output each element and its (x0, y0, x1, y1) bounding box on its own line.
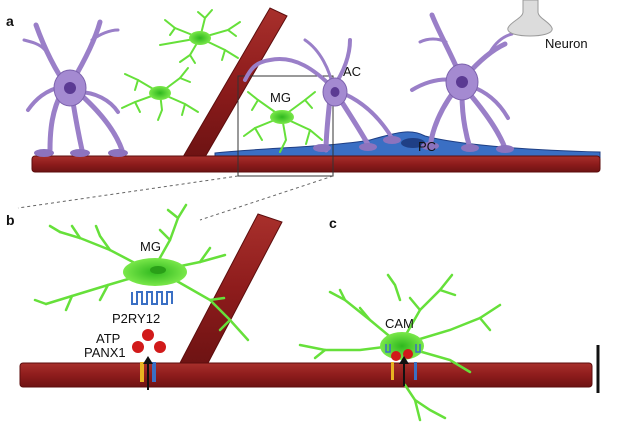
label-ac: AC (343, 64, 362, 79)
label-atp: ATP (96, 331, 121, 346)
p2ry12-receptor-icon (131, 291, 173, 305)
label-pc: PC (418, 139, 437, 154)
microglia-cam-body (380, 332, 424, 360)
microglia-b-nucleus (150, 266, 166, 274)
label-mg-a: MG (270, 90, 291, 105)
astrocyte-left-endfeet (34, 149, 128, 157)
panx1-channel-icon (140, 356, 156, 390)
panel-b-illustration (19, 203, 600, 393)
zoom-lines (17, 175, 334, 221)
vessel-horizontal-a (31, 155, 601, 173)
microglia-b (33, 203, 250, 342)
vessel-diagonal-b (179, 213, 283, 364)
pericyte-nucleus (401, 138, 425, 148)
panel-letter-c: c (329, 215, 337, 231)
astrocyte-ac-nucleus (330, 87, 340, 97)
label-cam: CAM (385, 316, 414, 331)
panel-letter-b: b (6, 212, 15, 228)
label-mg-b: MG (140, 239, 161, 254)
astrocyte-left-nucleus (64, 82, 76, 94)
astrocyte-endfeet-right (313, 136, 514, 153)
panel-letter-a: a (6, 13, 14, 29)
label-p2ry12: P2RY12 (112, 311, 161, 326)
panel-a-illustration (22, 0, 601, 177)
microglia-a-left-body (149, 86, 171, 100)
microglia-a-inset-body (270, 110, 294, 124)
inset-box (237, 75, 334, 177)
vessel-diagonal-a (182, 7, 288, 158)
label-neuron: Neuron (545, 36, 588, 51)
atp-molecules (132, 329, 166, 353)
vessel-horizontal-b (19, 362, 593, 388)
astrocyte-ac (243, 38, 394, 153)
microglia-cam (298, 273, 502, 422)
panel-c-illustration (298, 273, 502, 422)
label-panx1: PANX1 (84, 345, 126, 360)
astrocyte-right-nucleus (456, 76, 468, 88)
microglia-a-top-body (189, 31, 211, 45)
cam-receptor-cluster-icon (385, 344, 421, 386)
neuron-terminal-icon (507, 0, 553, 37)
